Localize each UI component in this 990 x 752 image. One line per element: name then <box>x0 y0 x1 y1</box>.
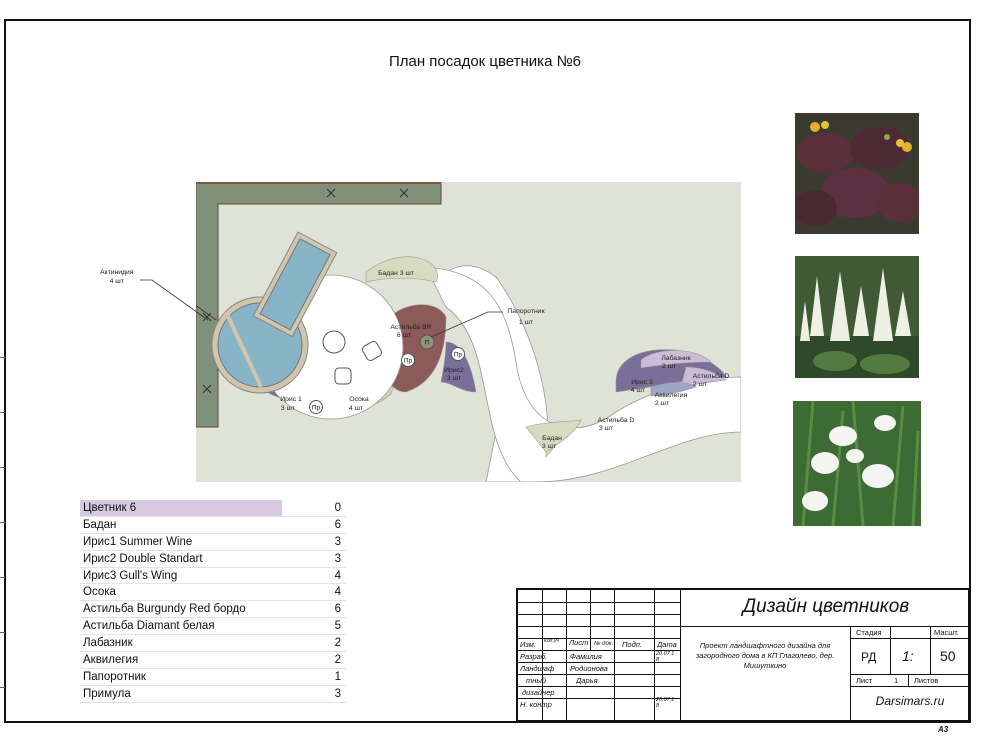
row-landscape-2: тный <box>526 676 547 685</box>
bergenia-photo <box>795 113 919 234</box>
label-astilbe-br: Астильба BR <box>390 323 431 331</box>
primula-marker: Пр <box>404 358 413 365</box>
iris-photo <box>793 401 921 526</box>
row-nkontr: Н. контр <box>520 700 552 709</box>
surname-label: Фамилия <box>570 652 602 661</box>
sheet-value: 1 <box>894 676 899 685</box>
col-izm: Изм. <box>520 640 536 649</box>
label-iris2-count: 3 шт <box>447 375 461 382</box>
primula-marker: Пр <box>312 405 321 412</box>
label-sedge: Осока <box>349 396 369 403</box>
label-badan-bottom: Бадан <box>542 435 562 442</box>
label-actinidia-count: 4 шт <box>109 278 124 285</box>
label-sedge-count: 4 шт <box>349 405 363 412</box>
sheet-label: Лист <box>856 676 873 685</box>
scale-prefix: 1: <box>902 648 914 664</box>
planting-plan: Пр Пр Пр П Бадан 3 шт Папоротник 1 шт Ас… <box>151 181 742 483</box>
paper-format: А3 <box>938 725 949 734</box>
designer-name: Дарья <box>576 676 598 685</box>
label-badan-bottom-count: 3 шт <box>542 443 556 450</box>
drawing-sheet <box>4 19 971 723</box>
label-aquilegia: Аквилегия <box>655 392 688 399</box>
label-badan-top: Бадан 3 шт <box>378 270 414 277</box>
date-1: 20.07.1 <box>656 651 675 657</box>
label-iris3: Ирис 3 <box>631 379 653 386</box>
primula-marker: Пр <box>454 352 463 359</box>
label-astilbe-br-count: 6 шт <box>397 332 411 339</box>
label-iris3-count: 4 шт <box>631 387 645 394</box>
label-iris1-count: 3 шт <box>281 405 295 412</box>
site-name: Darsimars.ru <box>875 694 945 708</box>
astilbe-photo <box>795 256 919 378</box>
label-iris2: Ирис2 <box>444 367 464 374</box>
label-astilbe-d-center: Астильба D <box>598 416 635 424</box>
actinidia-markers <box>202 188 409 394</box>
row-razrab: Разраб. <box>520 652 548 661</box>
label-astilbe-d-right: Астильба D <box>693 372 730 380</box>
sheets-label: Листов <box>914 676 939 685</box>
label-meadowsweet: Лабазник <box>661 354 690 362</box>
scale-value: 50 <box>940 648 956 664</box>
page-title: План посадок цветника №6 <box>388 53 582 70</box>
stage-value: РД <box>861 650 877 664</box>
label-astilbe-d-center-count: 3 шт <box>599 425 613 432</box>
stage-label: Стадия <box>856 628 882 637</box>
col-kol: Кол.уч <box>544 638 559 644</box>
designer-surname: Родионова <box>570 664 608 673</box>
label-iris1: Ирис 1 <box>280 396 302 403</box>
col-data: Дата <box>657 640 677 649</box>
project-description: Проект ландшафтного дизайна для загородн… <box>695 641 835 670</box>
row-landscape-1: Ландшаф <box>520 664 555 673</box>
chair-icon <box>334 341 382 385</box>
date-2: 20.07.1 <box>656 697 675 703</box>
label-fern: Папоротник <box>507 308 544 315</box>
fern-marker: П <box>425 340 430 347</box>
col-podp: Подп. <box>622 640 642 649</box>
label-meadowsweet-count: 2 шт <box>662 363 676 370</box>
row-landscape-3: дизайнер <box>522 688 555 697</box>
drawing-title: Дизайн цветников <box>742 596 910 617</box>
label-fern-count: 1 шт <box>519 319 533 326</box>
col-ndok: № док. <box>594 641 614 647</box>
date-2b: 8 <box>656 703 660 709</box>
title-block: Дизайн цветников Проект ландшафтного диз… <box>516 588 970 722</box>
table-icon <box>322 330 346 354</box>
date-1b: 8 <box>656 657 660 663</box>
label-actinidia: Актинидия <box>100 269 134 276</box>
label-astilbe-d-right-count: 2 шт <box>693 381 707 388</box>
scale-label: Масшт. <box>934 628 959 637</box>
col-list: Лист <box>569 638 589 647</box>
label-aquilegia-count: 2 шт <box>655 400 669 407</box>
